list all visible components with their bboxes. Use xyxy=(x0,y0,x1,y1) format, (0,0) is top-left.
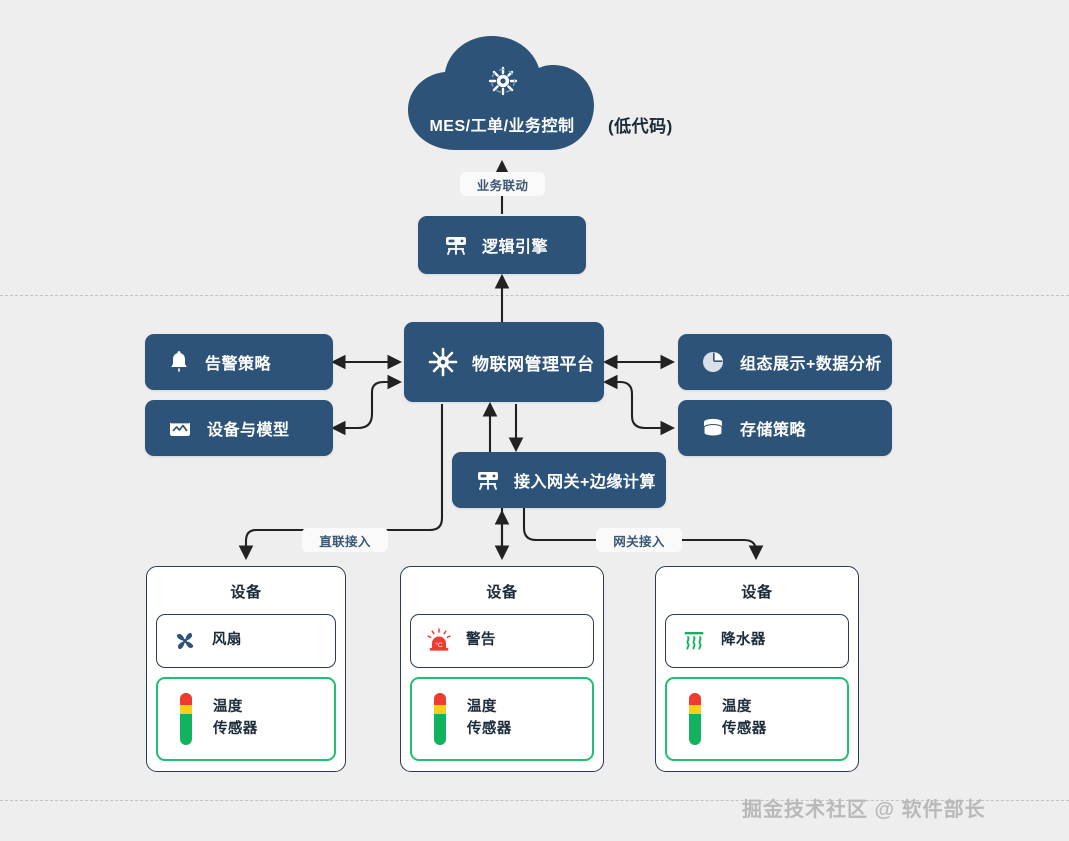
device-item-temperature-sensor[interactable]: 温度 传感器 xyxy=(156,677,336,761)
temperature-sensor-icon xyxy=(172,691,200,747)
device-item-temperature-sensor[interactable]: 温度 传感器 xyxy=(410,677,594,761)
section-divider-bottom xyxy=(0,800,1069,801)
edge-label-direct-access: 直联接入 xyxy=(302,528,388,552)
device-card[interactable]: 设备 降水器 xyxy=(655,566,859,772)
lowcode-note: (低代码) xyxy=(608,117,673,136)
node-storage-policy-label: 存储策略 xyxy=(740,422,807,439)
fan-icon xyxy=(171,628,199,654)
device-item-fan[interactable]: 风扇 xyxy=(156,614,336,668)
temperature-sensor-icon xyxy=(426,691,454,747)
edge-label-gateway-access: 网关接入 xyxy=(596,528,682,552)
cloud-label: MES/工单/业务控制 xyxy=(429,118,575,135)
iot-gear-icon xyxy=(486,64,520,103)
device-item-label: 温度 传感器 xyxy=(722,699,767,737)
device-item-sprinkler[interactable]: 降水器 xyxy=(665,614,849,668)
node-device-model-label: 设备与模型 xyxy=(207,422,290,439)
device-item-label: 风扇 xyxy=(212,632,242,649)
node-logic-engine-label: 逻辑引擎 xyxy=(482,239,549,256)
device-card-title: 设备 xyxy=(741,584,773,601)
device-item-alarm[interactable]: °C 警告 xyxy=(410,614,594,668)
node-iot-platform[interactable]: 物联网管理平台 xyxy=(404,322,604,402)
section-divider-top xyxy=(0,295,1069,296)
device-item-label: 警告 xyxy=(466,632,496,649)
device-item-label: 温度 传感器 xyxy=(213,699,258,737)
cloud-shape xyxy=(404,34,600,156)
device-card[interactable]: 设备 °C 警告 xyxy=(400,566,604,772)
gateway-icon xyxy=(476,469,500,491)
node-visualization[interactable]: 组态展示+数据分析 xyxy=(678,334,892,390)
node-storage-policy[interactable]: 存储策略 xyxy=(678,400,892,456)
node-device-model[interactable]: 设备与模型 xyxy=(145,400,333,456)
node-alarm-policy[interactable]: 告警策略 xyxy=(145,334,333,390)
node-visualization-label: 组态展示+数据分析 xyxy=(740,356,882,373)
device-card-title: 设备 xyxy=(486,584,518,601)
device-item-temperature-sensor[interactable]: 温度 传感器 xyxy=(665,677,849,761)
device-item-label: 温度 传感器 xyxy=(467,699,512,737)
device-model-icon xyxy=(169,418,191,438)
svg-text:°C: °C xyxy=(435,641,443,649)
device-card[interactable]: 设备 风扇 xyxy=(146,566,346,772)
node-gateway-edge-label: 接入网关+边缘计算 xyxy=(514,474,656,491)
iot-gear-icon xyxy=(428,347,458,377)
node-iot-platform-label: 物联网管理平台 xyxy=(472,354,595,374)
pie-chart-icon xyxy=(702,351,724,373)
gateway-icon xyxy=(444,234,468,256)
node-logic-engine[interactable]: 逻辑引擎 xyxy=(418,216,586,274)
sprinkler-icon xyxy=(680,629,708,653)
device-item-label: 降水器 xyxy=(721,632,766,649)
temperature-sensor-icon xyxy=(681,691,709,747)
edge-label-business-link: 业务联动 xyxy=(460,172,545,196)
database-icon xyxy=(702,418,724,438)
bell-icon xyxy=(169,351,189,373)
watermark: 掘金技术社区 @ 软件部长 xyxy=(742,799,986,821)
node-gateway-edge[interactable]: 接入网关+边缘计算 xyxy=(452,452,666,508)
node-alarm-policy-label: 告警策略 xyxy=(205,356,272,373)
device-card-title: 设备 xyxy=(230,584,262,601)
alarm-siren-icon: °C xyxy=(425,628,453,654)
